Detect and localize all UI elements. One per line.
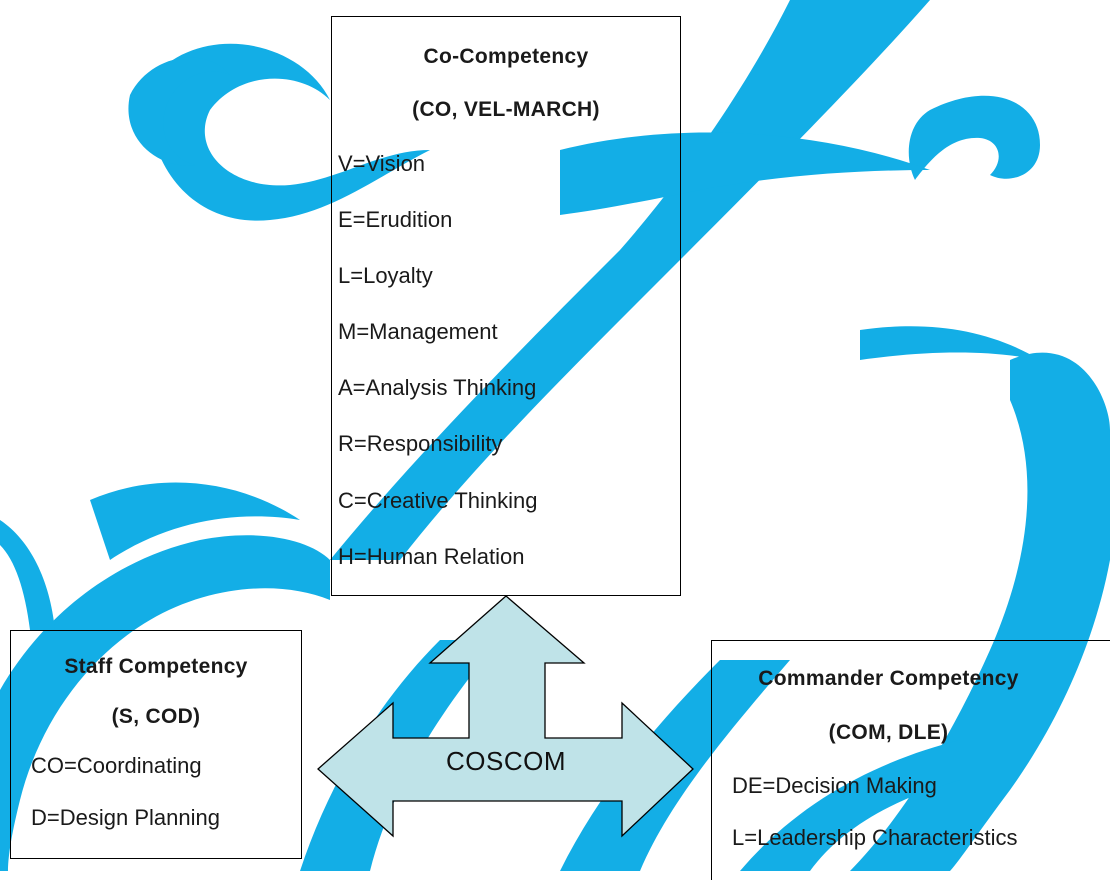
- swash-right-loop: [850, 352, 1110, 871]
- co-item-management: M=Management: [338, 319, 498, 344]
- swash-left-bottom-loop: [0, 535, 330, 871]
- staff-item-design-planning: D=Design Planning: [31, 805, 220, 830]
- swash-top-left-ring: [128, 57, 230, 166]
- co-item-erudition: E=Erudition: [338, 207, 453, 232]
- swash-top-left-swirl: [148, 43, 430, 221]
- commander-competency-subtitle: (COM, DLE): [828, 721, 949, 744]
- co-item-creative-thinking: C=Creative Thinking: [338, 488, 538, 513]
- swash-left-edge: [0, 520, 55, 630]
- co-item-human-relation: H=Human Relation: [338, 544, 525, 569]
- commander-item-decision-making: DE=Decision Making: [732, 773, 937, 798]
- swash-bottom-right-curve: [740, 740, 960, 871]
- co-competency-box: Co-Competency (CO, VEL-MARCH) V=Vision E…: [331, 16, 681, 596]
- swash-top-right-curl: [908, 95, 1040, 180]
- commander-competency-title: Commander Competency: [758, 667, 1019, 690]
- commander-item-leadership: L=Leadership Characteristics: [732, 825, 1018, 850]
- swash-right-thin: [860, 326, 1040, 360]
- swash-top-horizontal: [560, 132, 930, 215]
- commander-competency-box: Commander Competency (COM, DLE) DE=Decis…: [711, 640, 1110, 880]
- staff-competency-title: Staff Competency: [64, 655, 248, 678]
- coscom-label: COSCOM: [446, 746, 566, 776]
- co-item-analysis-thinking: A=Analysis Thinking: [338, 375, 537, 400]
- staff-competency-box: Staff Competency (S, COD) CO=Coordinatin…: [10, 630, 302, 859]
- swash-left-lower-stroke: [90, 482, 300, 560]
- co-competency-title: Co-Competency: [423, 45, 589, 68]
- staff-item-coordinating: CO=Coordinating: [31, 753, 202, 778]
- co-item-responsibility: R=Responsibility: [338, 431, 503, 456]
- co-item-loyalty: L=Loyalty: [338, 263, 433, 288]
- staff-competency-subtitle: (S, COD): [111, 705, 201, 728]
- co-item-vision: V=Vision: [338, 151, 426, 176]
- co-competency-subtitle: (CO, VEL-MARCH): [412, 98, 600, 121]
